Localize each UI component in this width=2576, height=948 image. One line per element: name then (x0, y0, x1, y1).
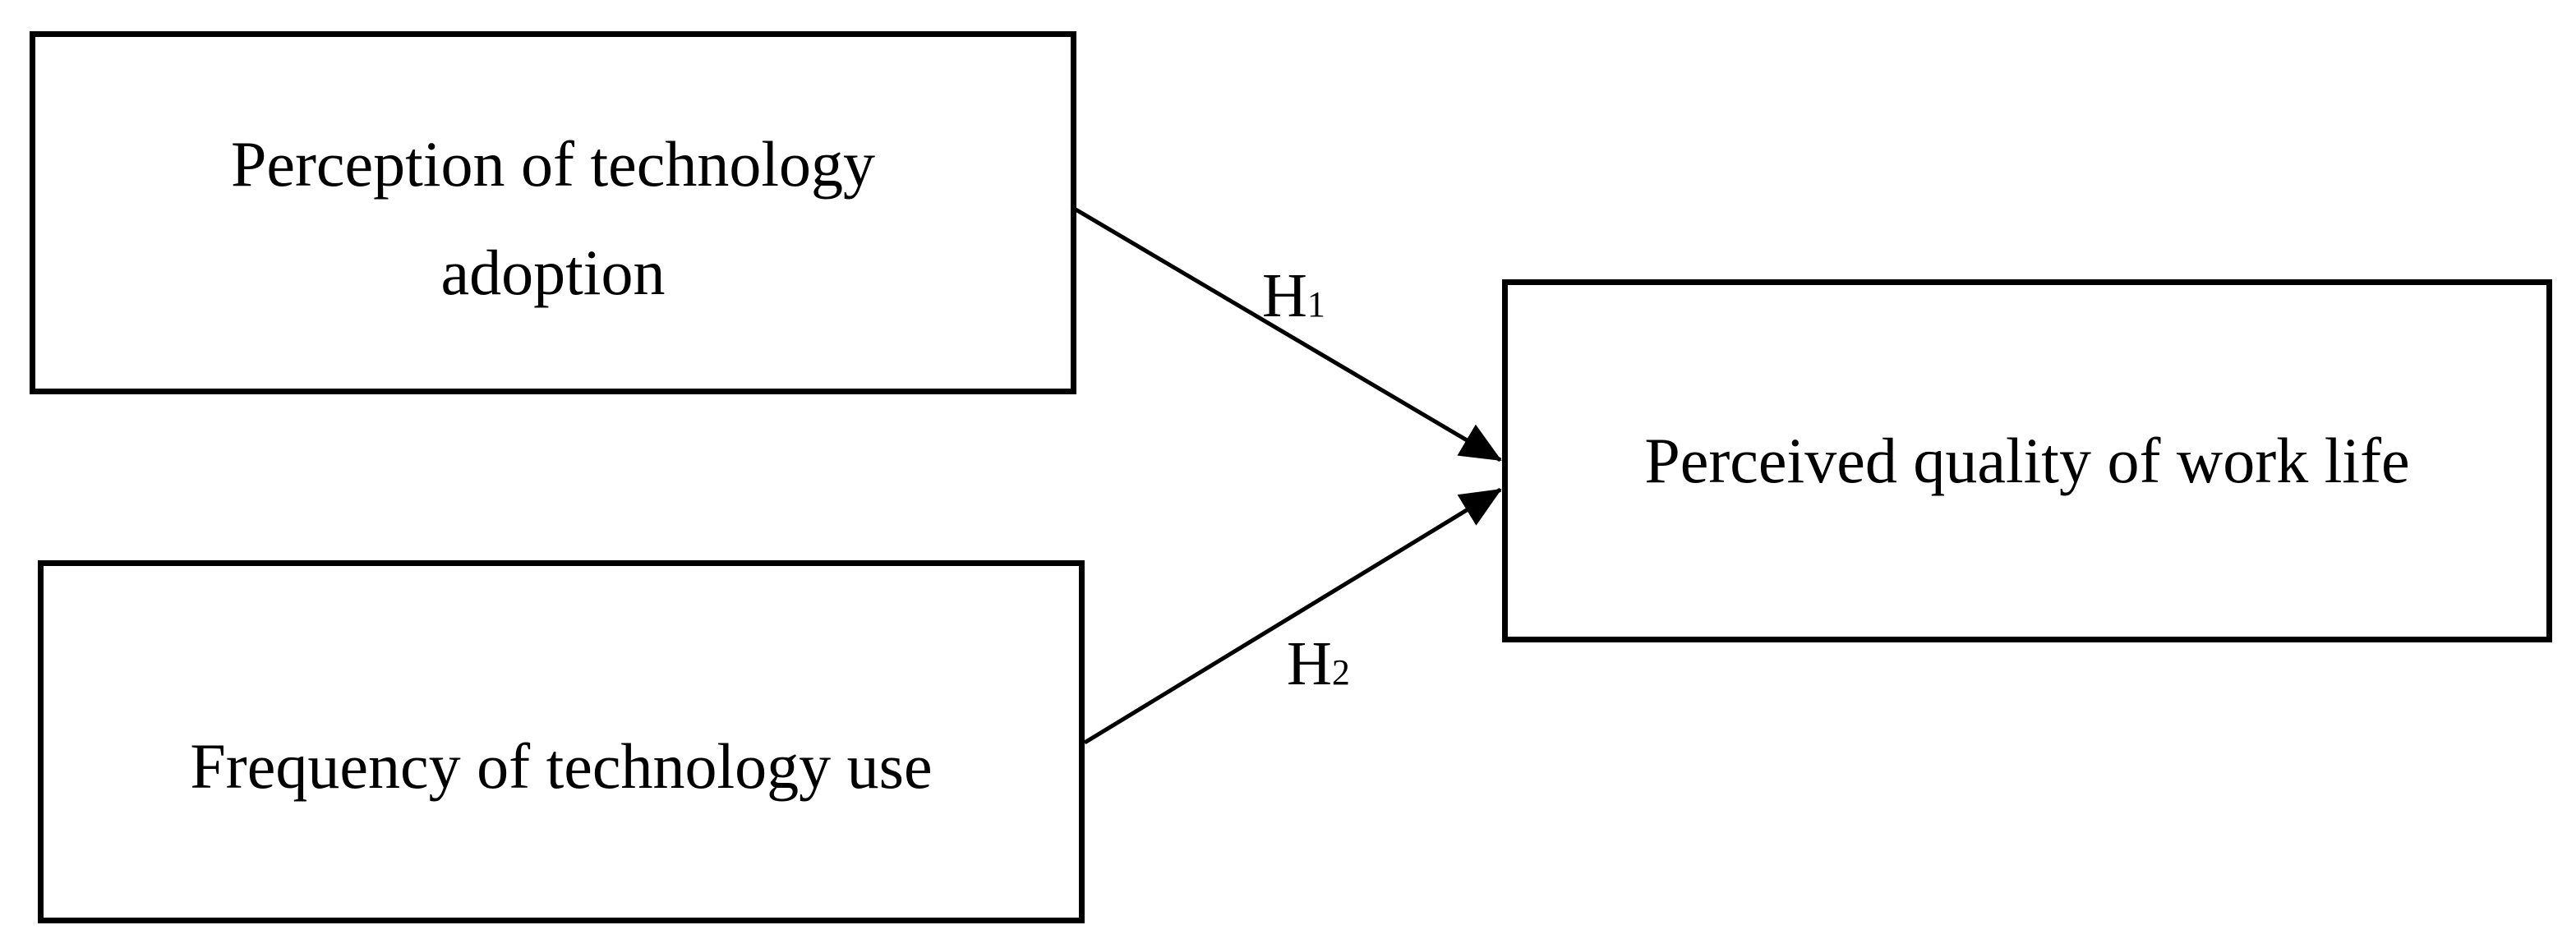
perception-of-technology-adoption-label: Perception of technology adoption (230, 128, 876, 308)
hypothesis-2-subscript: 2 (1331, 652, 1350, 693)
hypothesis-1-letter: H (1262, 261, 1307, 330)
perception-of-technology-adoption-box: Perception of technology adoption (30, 31, 1076, 394)
hypothesis-1-label: H1 (1262, 265, 1325, 327)
perceived-quality-of-work-life-box: Perceived quality of work life (1502, 279, 2552, 642)
hypothesis-2-label: H2 (1287, 633, 1350, 695)
perceived-quality-of-work-life-label: Perceived quality of work life (1644, 425, 2410, 496)
arrow-h1 (1070, 205, 1502, 462)
arrow-h2 (1083, 487, 1502, 745)
frequency-of-technology-use-box: Frequency of technology use (38, 560, 1085, 923)
frequency-of-technology-use-label: Frequency of technology use (190, 730, 933, 802)
hypothesis-2-letter: H (1287, 629, 1332, 698)
hypothesis-1-subscript: 1 (1306, 284, 1325, 324)
